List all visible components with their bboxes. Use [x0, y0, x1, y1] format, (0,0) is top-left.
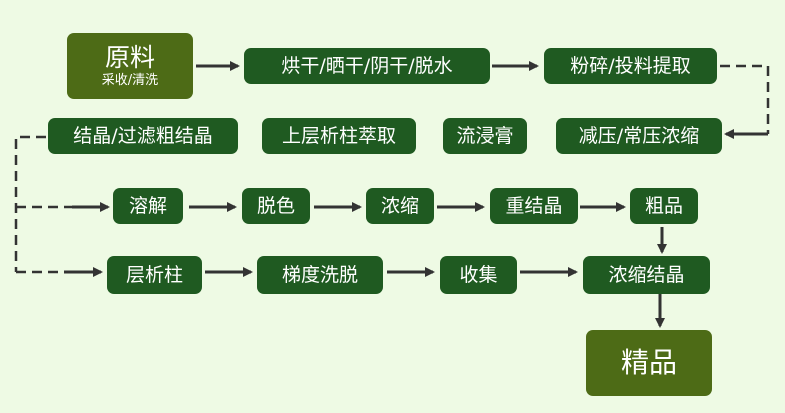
node-crude: 粗品	[630, 188, 698, 224]
node-condense: 浓缩	[366, 188, 434, 224]
node-condense-label: 浓缩	[380, 194, 419, 217]
node-conc-crystal: 浓缩结晶	[583, 256, 710, 294]
arrow-left-branch	[14, 135, 46, 272]
node-dissolve-label: 溶解	[128, 194, 167, 217]
node-collect: 收集	[440, 256, 517, 294]
node-crude-label: 粗品	[644, 194, 683, 217]
node-dry-label: 烘干/晒干/阴干/脱水	[281, 54, 453, 77]
node-concentrate: 减压/常压浓缩	[556, 118, 722, 154]
node-concentrate-label: 减压/常压浓缩	[578, 124, 700, 147]
node-raw: 原料 采收/清洗	[67, 33, 193, 99]
node-gradient: 梯度洗脱	[257, 256, 383, 294]
node-collect-label: 收集	[459, 263, 498, 286]
node-paste: 流浸膏	[443, 118, 527, 154]
node-gradient-label: 梯度洗脱	[281, 263, 358, 286]
node-fine: 精品	[586, 330, 712, 396]
node-column-extract: 上层析柱萃取	[262, 118, 416, 154]
node-dissolve: 溶解	[113, 188, 183, 224]
node-recrystal: 重结晶	[490, 188, 578, 224]
node-decolor-label: 脱色	[256, 194, 295, 217]
node-decolor: 脱色	[242, 188, 310, 224]
node-raw-sublabel: 采收/清洗	[101, 72, 159, 88]
arrow-crush-to-concentrate	[720, 64, 770, 134]
node-raw-label: 原料	[104, 43, 155, 73]
node-crush-label: 粉碎/投料提取	[570, 54, 691, 77]
node-conc-crystal-label: 浓缩结晶	[608, 263, 685, 286]
node-column: 层析柱	[107, 256, 202, 294]
node-crystal-filter: 结晶/过滤粗结晶	[48, 118, 238, 154]
node-crystal-filter-label: 结晶/过滤粗结晶	[73, 124, 213, 147]
node-crush: 粉碎/投料提取	[544, 48, 717, 84]
node-dry: 烘干/晒干/阴干/脱水	[244, 48, 490, 84]
node-recrystal-label: 重结晶	[505, 194, 563, 217]
node-column-extract-label: 上层析柱萃取	[281, 124, 396, 147]
node-paste-label: 流浸膏	[456, 124, 514, 147]
node-column-label: 层析柱	[125, 263, 183, 286]
node-fine-label: 精品	[620, 345, 677, 379]
